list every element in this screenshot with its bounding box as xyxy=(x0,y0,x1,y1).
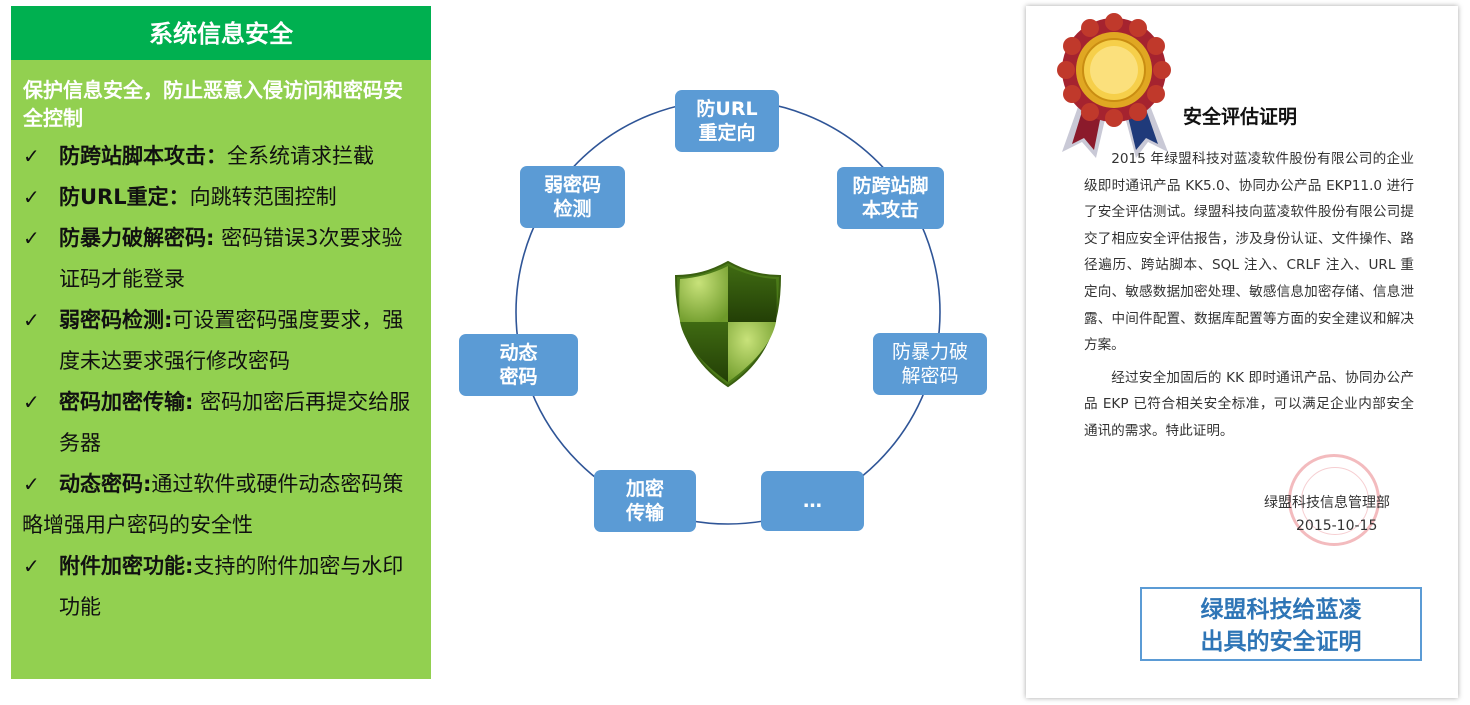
shield-icon xyxy=(674,260,782,388)
node-url-redirect: 防URL 重定向 xyxy=(675,90,779,152)
certificate-title: 安全评估证明 xyxy=(1183,106,1298,128)
feature-desc: 向跳转范围控制 xyxy=(189,185,337,209)
check-icon: ✓ xyxy=(23,390,40,414)
feature-desc: 密码错误3次要求验证码才能登录 xyxy=(59,226,403,291)
cycle-ring xyxy=(515,99,941,525)
certificate-caption: 绿盟科技给蓝凌 出具的安全证明 xyxy=(1140,587,1422,661)
feature-item-dynamic-password: ✓ 动态密码:通过软件或硬件动态密码策略增强用户密码的安全性 xyxy=(11,464,431,546)
check-icon: ✓ xyxy=(23,554,40,578)
node-xss: 防跨站脚 本攻击 xyxy=(837,167,944,229)
feature-desc: 密码加密后再提交给服务器 xyxy=(59,390,411,455)
feature-title: 防URL重定： xyxy=(59,185,190,209)
feature-item-attachment-encryption: ✓ 附件加密功能:支持的附件加密与水印功能 xyxy=(11,546,431,628)
security-certificate: 安全评估证明 2015 年绿盟科技对蓝凌软件股份有限公司的企业级即时通讯产品 K… xyxy=(1026,6,1458,698)
certificate-issuer: 绿盟科技信息管理部 xyxy=(1264,495,1390,511)
feature-title: 动态密码: xyxy=(59,472,152,496)
feature-desc: 支持的附件加密与水印功能 xyxy=(59,554,404,619)
feature-list: ✓ 防跨站脚本攻击：全系统请求拦截 ✓ 防URL重定：向跳转范围控制 ✓ 防暴力… xyxy=(11,136,431,628)
feature-title: 附件加密功能: xyxy=(59,554,194,578)
feature-item-xss: ✓ 防跨站脚本攻击：全系统请求拦截 xyxy=(11,136,431,177)
security-features-panel: 系统信息安全 保护信息安全，防止恶意入侵访问和密码安全控制 ✓ 防跨站脚本攻击：… xyxy=(11,6,431,679)
node-weak-password: 弱密码 检测 xyxy=(520,166,625,228)
security-cycle-diagram: 防URL 重定向 防跨站脚 本攻击 防暴力破 解密码 … 加密 传输 动态 密码… xyxy=(440,0,1020,705)
feature-item-url-redirect: ✓ 防URL重定：向跳转范围控制 xyxy=(11,177,431,218)
check-icon: ✓ xyxy=(23,226,40,250)
feature-desc: 可设置密码强度要求，强度未达要求强行修改密码 xyxy=(59,308,404,373)
feature-item-weak-password: ✓ 弱密码检测:可设置密码强度要求，强度未达要求强行修改密码 xyxy=(11,300,431,382)
feature-title: 密码加密传输: xyxy=(59,390,194,414)
certificate-date: 2015-10-15 xyxy=(1296,518,1378,534)
check-icon: ✓ xyxy=(23,308,40,332)
feature-desc: 全系统请求拦截 xyxy=(227,144,374,168)
feature-title: 防暴力破解密码: xyxy=(59,226,215,250)
node-more: … xyxy=(761,471,864,531)
certificate-body: 2015 年绿盟科技对蓝凌软件股份有限公司的企业级即时通讯产品 KK5.0、协同… xyxy=(1084,146,1414,445)
certificate-paragraph: 2015 年绿盟科技对蓝凌软件股份有限公司的企业级即时通讯产品 KK5.0、协同… xyxy=(1084,151,1414,354)
node-dynamic-password: 动态 密码 xyxy=(459,334,578,396)
feature-desc: 通过软件或硬件动态密码策略增强用户密码的安全性 xyxy=(22,472,404,537)
feature-item-encrypted-transfer: ✓ 密码加密传输: 密码加密后再提交给服务器 xyxy=(11,382,431,464)
feature-item-brute-force: ✓ 防暴力破解密码: 密码错误3次要求验证码才能登录 xyxy=(11,218,431,300)
panel-title: 系统信息安全 xyxy=(11,6,431,60)
check-icon: ✓ xyxy=(23,185,40,209)
panel-intro: 保护信息安全，防止恶意入侵访问和密码安全控制 xyxy=(23,78,403,130)
node-encrypt-transfer: 加密 传输 xyxy=(594,470,696,532)
red-seal-stamp xyxy=(1288,454,1380,546)
node-brute-force: 防暴力破 解密码 xyxy=(873,333,987,395)
certificate-paragraph: 经过安全加固后的 KK 即时通讯产品、协同办公产品 EKP 已符合相关安全标准，… xyxy=(1084,369,1414,439)
award-medal-icon xyxy=(1057,13,1171,158)
feature-title: 弱密码检测: xyxy=(59,308,173,332)
feature-title: 防跨站脚本攻击： xyxy=(59,144,227,168)
check-icon: ✓ xyxy=(23,144,40,168)
check-icon: ✓ xyxy=(23,472,40,496)
